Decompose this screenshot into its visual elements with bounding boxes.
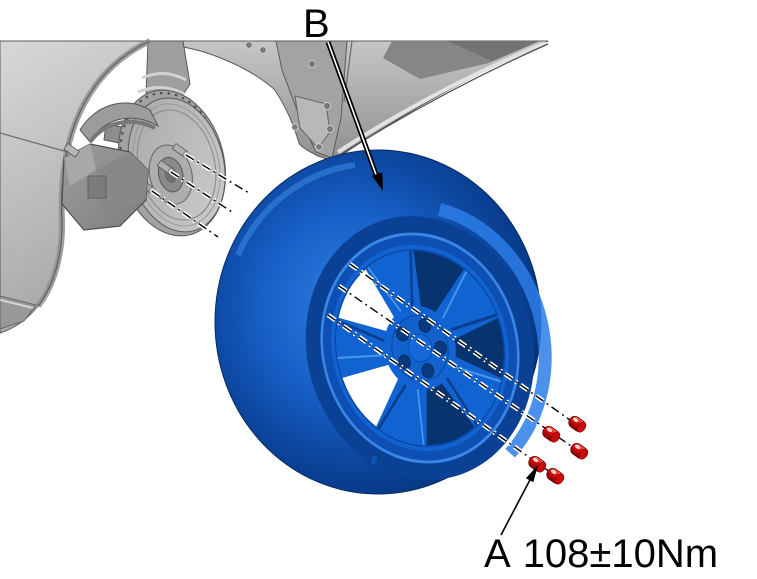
lug-nut bbox=[568, 415, 587, 433]
brake-caliper bbox=[61, 102, 160, 231]
fender-bottom-step bbox=[0, 295, 37, 330]
callout-a-torque: 108±10Nm bbox=[522, 532, 719, 576]
lug-nut bbox=[570, 442, 589, 460]
body-bolt-holes bbox=[245, 41, 335, 151]
tire-tread-highlight bbox=[235, 162, 356, 257]
callout-b-arrowhead bbox=[371, 172, 383, 191]
rim-window-open-lower-left bbox=[342, 364, 399, 427]
lug-nut bbox=[546, 467, 565, 485]
pillar-bracket bbox=[294, 95, 331, 149]
caliper-guide-pin bbox=[63, 142, 80, 158]
callout-a-arrowhead bbox=[525, 465, 538, 483]
valve-stem bbox=[369, 454, 379, 466]
brake-pad-band bbox=[88, 119, 156, 144]
center-lines-hub-side bbox=[150, 153, 251, 239]
sill-darker-band bbox=[447, 41, 540, 61]
callout-b-arrow bbox=[325, 41, 383, 191]
rim-window-dark-upper-right bbox=[413, 250, 464, 312]
lug-nuts bbox=[528, 415, 589, 485]
center-lines-nut-side bbox=[326, 262, 576, 474]
sill-under-edge bbox=[334, 43, 549, 159]
rim-window-open-upper-left bbox=[338, 269, 394, 331]
lug-nut bbox=[528, 455, 547, 473]
callout-a-arrow bbox=[500, 465, 538, 536]
fender-crease-line bbox=[0, 132, 72, 154]
callout-a-letter: A bbox=[484, 532, 511, 576]
rim-ring-line bbox=[334, 249, 506, 447]
fender-bottom-highlight bbox=[0, 299, 34, 309]
callout-b-label: B bbox=[303, 2, 330, 46]
rim-window-dark-bottom bbox=[426, 383, 475, 446]
wheel-and-tire bbox=[214, 149, 552, 495]
caliper-facet-right bbox=[96, 152, 148, 214]
wheel-center-cap bbox=[407, 333, 433, 363]
lug-nut bbox=[542, 425, 561, 443]
caliper-window bbox=[87, 175, 107, 199]
